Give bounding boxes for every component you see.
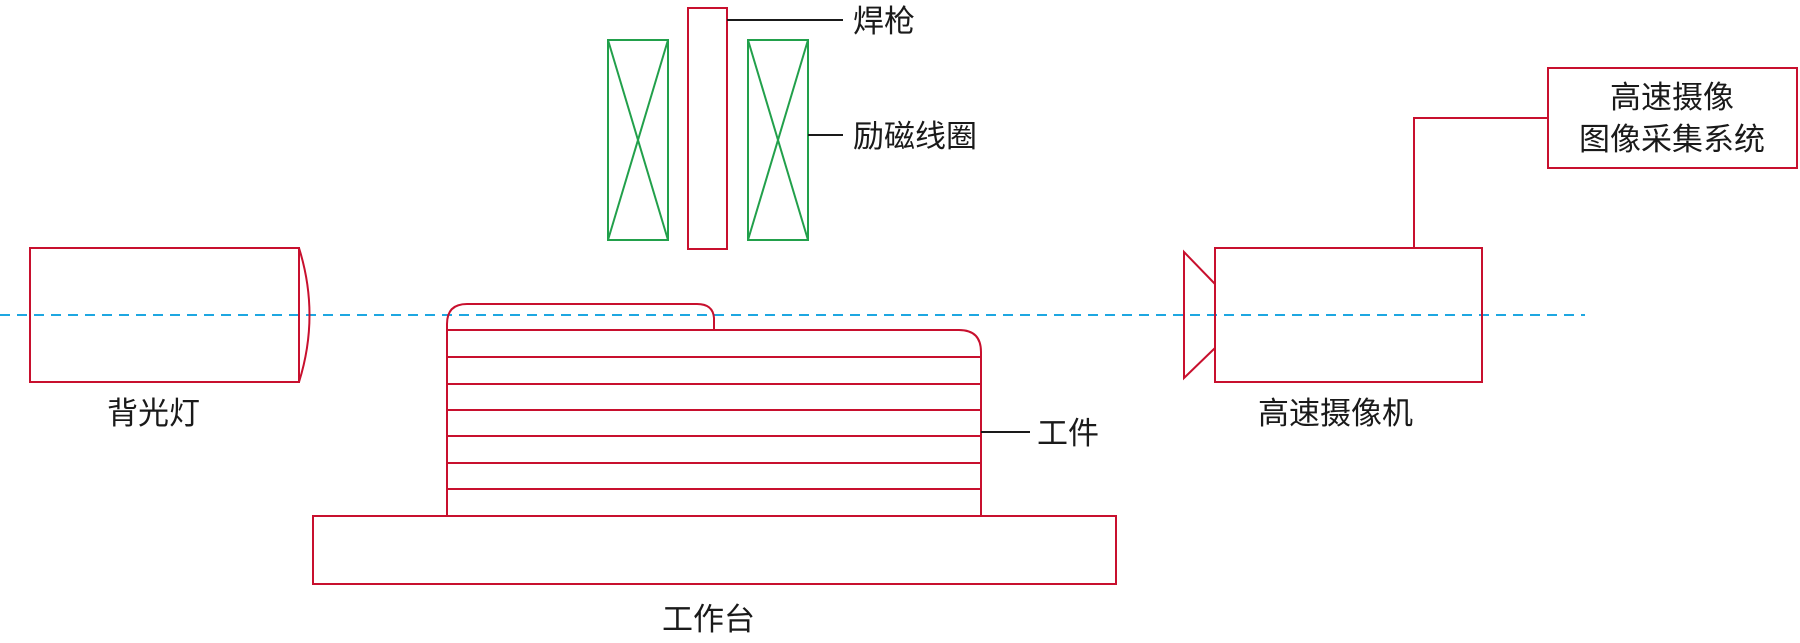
excitation-coil-left	[607, 39, 669, 241]
system-label-line1: 高速摄像	[1610, 80, 1734, 116]
camera-label: 高速摄像机	[1258, 396, 1413, 432]
welding-torch	[687, 7, 728, 250]
image-acquisition-system-box	[1547, 67, 1798, 169]
backlight-label: 背光灯	[107, 396, 200, 432]
torch-label: 焊枪	[853, 4, 915, 40]
camera-to-system-line	[1413, 117, 1548, 248]
coil-label: 励磁线圈	[853, 119, 977, 155]
table-label: 工作台	[662, 602, 755, 638]
workpiece-label: 工件	[1037, 416, 1099, 452]
backlight	[29, 247, 311, 383]
high-speed-camera	[1183, 247, 1483, 383]
excitation-coil-right	[747, 39, 809, 241]
work-table	[312, 515, 1117, 585]
system-label-line2: 图像采集系统	[1579, 122, 1765, 158]
workpiece	[446, 303, 982, 515]
